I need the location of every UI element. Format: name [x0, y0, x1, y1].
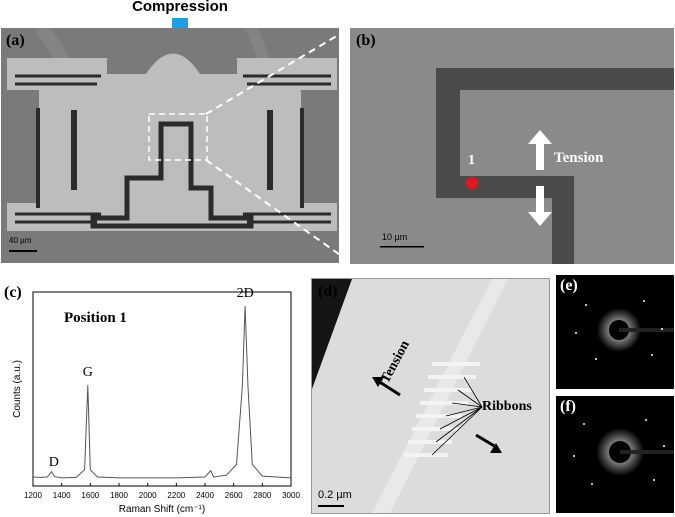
tension-arrow-right-icon [475, 433, 502, 453]
x-tick-label: 2200 [167, 491, 185, 500]
panel-e: (e) [556, 275, 674, 389]
panel-c-label: (c) [4, 284, 22, 301]
x-tick-label: 2400 [196, 491, 214, 500]
tem-micrograph [312, 279, 549, 513]
device-micrograph [1, 28, 339, 263]
panel-a-scale-bar-label: 40 µm [9, 236, 32, 245]
peak-label: D [49, 455, 59, 470]
series-line [32, 305, 292, 479]
point-marker-icon [466, 177, 478, 189]
zoomed-trench-micrograph [350, 28, 674, 264]
tension-label-b: Tension [554, 150, 604, 166]
raman-spectrum-chart: 1200 1400 1600 1800 2000 2200 2400 2600 2800 3000… [12, 286, 300, 515]
peak-label: 2D [237, 286, 254, 301]
x-tick-label: 2000 [139, 491, 157, 500]
point-label: 1 [468, 153, 475, 168]
compression-label: Compression [132, 0, 228, 15]
x-tick-label: 1600 [81, 491, 99, 500]
diffraction-pattern-e [575, 300, 674, 360]
panel-d-scale-bar-label: 0.2 µm [318, 489, 352, 501]
plot-frame [32, 291, 292, 487]
panel-d-label: (d) [318, 283, 338, 300]
y-axis-label: Counts (a.u.) [12, 360, 23, 418]
x-tick-label: 2600 [225, 491, 243, 500]
x-tick-label: 3000 [282, 491, 300, 500]
ribbons-label: Ribbons [482, 399, 532, 414]
x-tick-label: 2800 [253, 491, 271, 500]
panel-b-label: (b) [356, 32, 376, 49]
panel-b: (b) 1 Tension 10 µm [350, 28, 674, 264]
position-title: Position 1 [64, 310, 127, 326]
peak-label: G [83, 365, 93, 380]
panel-e-label: (e) [560, 277, 578, 294]
x-axis-label: Raman Shift (cm⁻¹) [119, 504, 205, 515]
diffraction-pattern-f [573, 419, 674, 485]
tension-double-arrow-icon [528, 130, 552, 226]
panel-a-label: (a) [6, 32, 25, 49]
panel-d: (d) Tension Ribbons 0.2 µm [311, 278, 550, 514]
panel-f-label: (f) [560, 398, 576, 415]
x-tick-label: 1800 [110, 491, 128, 500]
panel-a: (a) 40 µm [1, 28, 339, 263]
x-tick-label: 1400 [53, 491, 71, 500]
panel-c: (c) 1200 1400 1600 1800 2000 2200 2400 2600 2800… [0, 282, 305, 517]
x-tick-label: 1200 [24, 491, 42, 500]
panel-b-scale-bar-label: 10 µm [382, 232, 408, 242]
panel-f: (f) [556, 396, 674, 513]
tension-arrow-left-icon [372, 377, 401, 397]
